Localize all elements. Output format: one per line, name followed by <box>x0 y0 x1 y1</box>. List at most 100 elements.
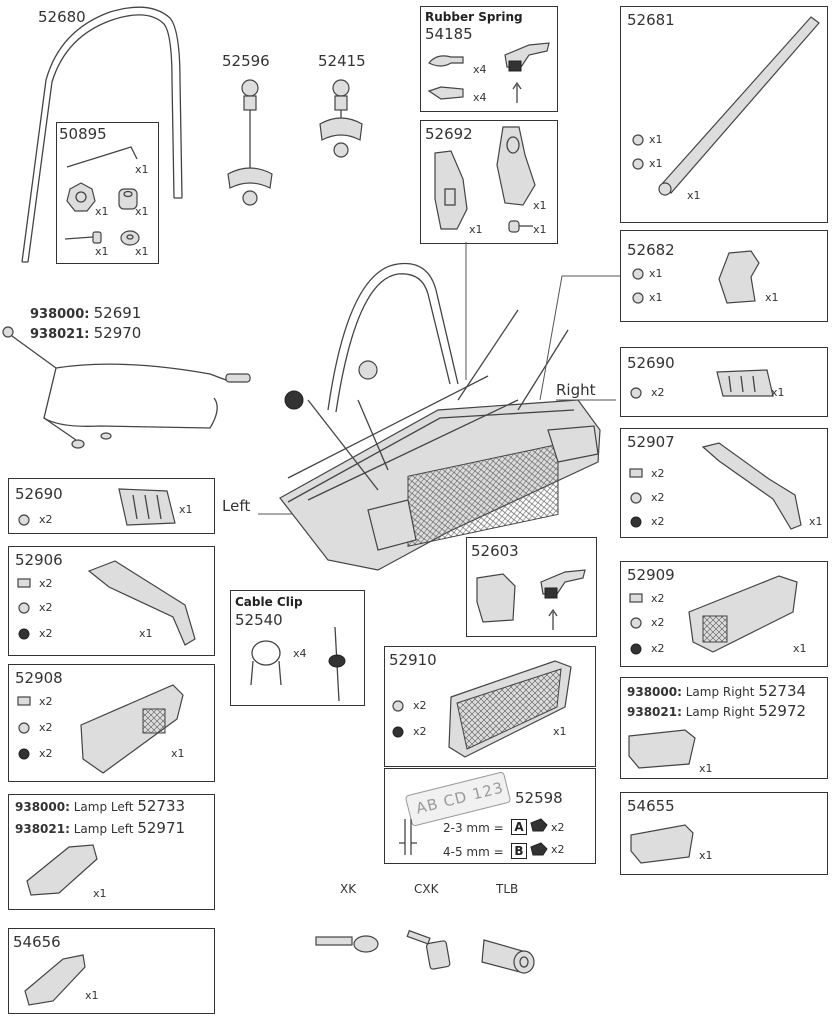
qty-label: x1 <box>171 747 185 760</box>
lamp-lens-right-icon <box>630 824 694 864</box>
part-number-54185: 54185 <box>425 25 473 43</box>
spacer-icon <box>118 188 138 210</box>
qty-label: x1 <box>649 267 663 280</box>
screw-icon <box>18 722 30 734</box>
qty-label: x2 <box>651 592 665 605</box>
lamp-right-line-2: 938021: Lamp Right 52972 <box>627 702 806 720</box>
qty-label: x2 <box>551 821 565 834</box>
qty-label: x1 <box>699 762 713 775</box>
wiring-line-1: 938000: 52691 <box>30 304 141 322</box>
light-housing-right-icon <box>688 575 798 653</box>
qty-label: x2 <box>39 513 53 526</box>
light-cover-icon <box>716 369 774 397</box>
part-number-52734: 52734 <box>758 682 807 700</box>
qty-label: x2 <box>651 515 665 528</box>
part-number-54655: 54655 <box>627 797 675 815</box>
qty-label: x2 <box>413 699 427 712</box>
wiring-harness-cable <box>2 326 251 449</box>
part-number-52691: 52691 <box>93 304 142 322</box>
qty-label: x1 <box>135 205 149 218</box>
qty-label: x2 <box>39 695 53 708</box>
plate-clip-icon <box>530 842 548 856</box>
qty-label: x2 <box>413 725 427 738</box>
part-box-52681: 52681 x1 x1 x1 <box>620 6 828 223</box>
qty-label: x1 <box>95 205 109 218</box>
light-carrier-left-icon <box>87 560 196 646</box>
qty-label: x2 <box>651 467 665 480</box>
qty-label: x1 <box>85 989 99 1002</box>
allen-key-icon <box>66 146 138 168</box>
leader-lines <box>465 242 620 401</box>
cable-clip-small-icon <box>17 578 31 588</box>
part-number-50895: 50895 <box>59 125 107 143</box>
screw-icon <box>630 617 642 629</box>
variant-code: 938021: <box>15 822 70 836</box>
qty-label: x1 <box>699 849 713 862</box>
light-carrier-right-icon <box>701 442 802 530</box>
left-label-leader <box>258 513 292 515</box>
part-number-52598: 52598 <box>515 789 563 807</box>
qty-label: x1 <box>135 163 149 176</box>
qty-label: x2 <box>39 577 53 590</box>
lamp-label: Lamp Right <box>685 685 755 699</box>
part-box-lamp-left: 938000: Lamp Left 52733 938021: Lamp Lef… <box>8 794 215 910</box>
part-box-52907: 52907 x2 x2 x2 x1 <box>620 428 828 538</box>
part-number-54656: 54656 <box>13 933 61 951</box>
part-number-52692: 52692 <box>425 125 473 143</box>
rear-net-panel-icon <box>448 660 572 758</box>
variant-code: 938021: <box>627 705 682 719</box>
qty-label: x2 <box>39 747 53 760</box>
part-number-52681: 52681 <box>627 11 675 29</box>
part-number-52596: 52596 <box>222 52 270 70</box>
plate-clip-icon <box>530 818 548 832</box>
part-number-52910: 52910 <box>389 651 437 669</box>
part-number-52603: 52603 <box>471 542 519 560</box>
qty-label: x1 <box>93 887 107 900</box>
part-number-52971: 52971 <box>137 819 186 837</box>
qty-label: x2 <box>651 386 665 399</box>
lamp-lens-left-icon <box>24 954 86 1006</box>
qty-label: x4 <box>293 647 307 660</box>
qty-label: x2 <box>39 721 53 734</box>
lamp-label: Lamp Right <box>685 705 755 719</box>
screw-icon <box>18 514 30 526</box>
bolt-head-icon <box>630 643 642 655</box>
part-number-52540: 52540 <box>235 611 283 629</box>
lamp-label: Lamp Left <box>73 822 134 836</box>
part-box-52908: 52908 x2 x2 x2 x1 <box>8 664 215 782</box>
part-box-52682: 52682 x1 x1 x1 <box>620 230 828 322</box>
part-box-cable-clip: Cable Clip 52540 x4 <box>230 590 365 706</box>
qty-label: x1 <box>553 725 567 738</box>
bike-carrier-main-assembly <box>279 262 601 571</box>
rubber-spring-icon <box>428 55 464 67</box>
part-number-52907: 52907 <box>627 433 675 451</box>
washer-icon <box>120 230 140 246</box>
cable-clip-small-icon <box>629 468 643 478</box>
qty-label: x1 <box>771 386 785 399</box>
qty-label: x2 <box>551 843 565 856</box>
plate-size-a-badge: A <box>511 819 527 835</box>
plate-size-b-badge: B <box>511 843 527 859</box>
qty-label: x1 <box>469 223 483 236</box>
tail-lamp-left-icon <box>26 844 98 896</box>
key-cxk-icon <box>406 929 451 970</box>
qty-label: x4 <box>473 63 487 76</box>
spring-assembly-icon <box>504 42 550 103</box>
cable-clip-small-icon <box>17 696 31 706</box>
part-box-52598: 52598 AB CD 123 2-3 mm = A x2 4-5 mm = B… <box>384 768 596 864</box>
bolt-icon <box>64 231 102 244</box>
bolt-head-icon <box>18 748 30 760</box>
spring-assembly-icon <box>540 569 586 630</box>
lamp-right-line-1: 938000: Lamp Right 52734 <box>627 682 806 700</box>
variant-code: 938000: <box>15 800 70 814</box>
part-box-52692: 52692 x1 x1 x1 <box>420 120 558 244</box>
socket-housing-icon <box>476 573 516 623</box>
part-box-52909: 52909 x2 x2 x2 x1 <box>620 561 828 667</box>
part-number-52690: 52690 <box>627 354 675 372</box>
qty-label: x1 <box>139 627 153 640</box>
part-number-52906: 52906 <box>15 551 63 569</box>
qty-label: x2 <box>39 601 53 614</box>
thickness-arrow-icon <box>399 819 417 855</box>
part-number-52733: 52733 <box>137 797 186 815</box>
bolt-head-icon <box>392 726 404 738</box>
